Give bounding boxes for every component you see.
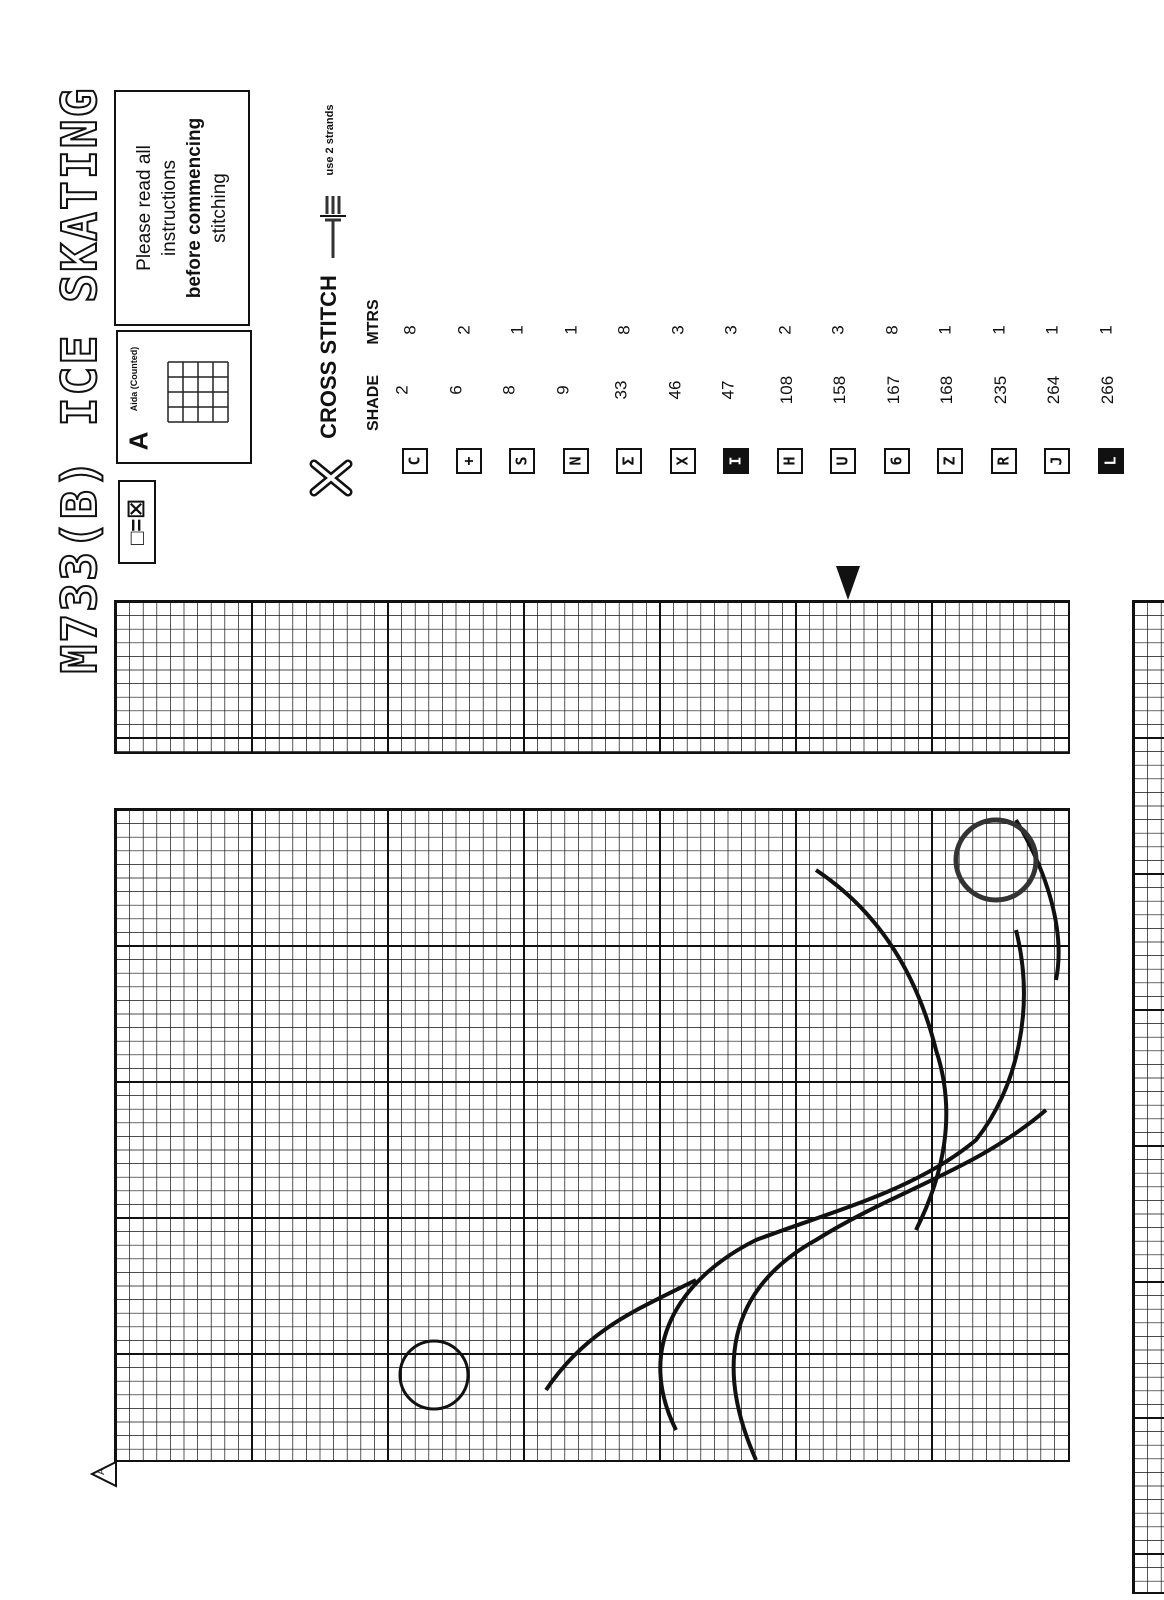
legend-symbol-text: + [459,456,478,466]
legend-shade-6: 47 [718,380,738,400]
legend-symbol-text: U [834,456,852,466]
legend-symbol-11: R [990,448,1017,474]
legend-symbol-text: Σ [620,456,638,466]
legend-shade-9: 167 [883,375,903,405]
aida-box: A Aida (Counted) [116,330,252,464]
legend-mtrs-6: 3 [721,325,741,335]
legend-symbol-text: X [673,456,692,466]
backstitch-outline-3 [544,1278,697,1392]
cross-stitch-heading: CROSS STITCH [316,275,341,439]
legend-mtrs-13: 1 [1096,325,1116,335]
legend-mtrs-3: 1 [561,325,581,335]
legend-shade-4: 33 [611,380,631,400]
legend-shade-3: 9 [553,385,573,395]
aida-fabric-icon [167,361,229,423]
instr-line2: instructions [159,159,180,257]
needle-thread-icon [320,196,346,258]
legend-mtrs-9: 8 [882,325,902,335]
legend-symbol-text: N [566,456,585,466]
legend-symbol-0: C [402,448,428,474]
legend-symbol-6: I [723,448,749,474]
legend-shade-13: 266 [1097,375,1117,405]
legend-symbol-text: R [994,456,1013,466]
chart-grid-bottom-strip [1132,600,1164,1594]
legend-symbol-text: H [780,456,799,466]
aida-letter: A [123,431,154,451]
legend-symbol-4: Σ [616,448,642,474]
strands-note: use 2 strands [324,104,336,176]
legend-mtrs-4: 8 [614,325,634,335]
legend-shade-11: 235 [990,375,1010,405]
cross-stitch-icon [309,459,353,497]
instr-line3: before commencing [184,117,205,299]
instructions-box: Please read all instructions before comm… [114,90,250,326]
backstitch-outline-4 [1014,818,1061,981]
legend-shade-12: 264 [1044,375,1064,405]
chart-grid-main [114,808,1070,1462]
center-arrow-icon [836,566,860,600]
legend-symbol-text: Z [941,456,959,466]
title-text: M733(B) ICE SKATING [51,85,109,674]
legend-mtrs-8: 3 [828,325,848,335]
legend-shade-1: 6 [446,385,466,395]
legend-shade-0: 2 [392,385,412,395]
legend-symbol-10: Z [937,448,963,474]
chart-grid-top [114,600,1070,754]
legend-symbol-9: 6 [883,448,910,474]
legend-symbol-5: X [669,448,696,474]
legend-symbol-2: S [509,448,535,474]
outline-circle [953,817,1039,903]
legend-shade-5: 46 [664,380,684,400]
instr-line4: stitching [209,173,230,243]
legend-mtrs-7: 2 [775,325,795,335]
section-marker-label: A [95,1468,107,1475]
legend-symbol-text: C [406,456,424,466]
page-title: M733(B) ICE SKATING [50,0,110,760]
legend-symbol-text: L [1101,456,1120,466]
legend-shade-7: 108 [776,375,796,405]
legend-mtrs-2: 1 [507,325,527,335]
legend-symbol-text: S [513,456,531,466]
backstitch-outline-1 [731,1108,1048,1460]
legend-symbol-1: + [455,448,482,474]
col-shade-header: SHADE [365,374,382,432]
key-text: □=☒ [124,499,149,545]
legend-symbol-text: 6 [887,456,906,466]
col-mtrs-header: MTRS [365,299,382,345]
legend-symbol-text: J [1048,456,1066,466]
legend-symbol-12: J [1044,448,1070,474]
legend-symbol-13: L [1097,448,1124,474]
legend-mtrs-12: 1 [1042,325,1062,335]
aida-label: Aida [129,391,139,412]
key-box: □=☒ [118,480,156,564]
legend-shade-2: 8 [499,385,519,395]
legend-symbol-3: N [562,448,589,474]
legend-mtrs-0: 8 [400,325,420,335]
legend-symbol-text: I [727,456,745,466]
outline-circle-small [398,1339,470,1411]
section-marker: A [90,1460,118,1488]
legend-mtrs-1: 2 [454,325,474,335]
backstitch-outline-0 [658,929,1026,1431]
legend-mtrs-10: 1 [935,325,955,335]
legend-shade-8: 158 [830,375,850,405]
legend-mtrs-11: 1 [989,325,1009,335]
aida-sub: (Counted) [129,346,139,390]
legend-symbol-7: H [776,448,803,474]
legend-shade-10: 168 [937,375,957,405]
legend-symbol-8: U [830,448,856,474]
legend-mtrs-5: 3 [668,325,688,335]
backstitch-outline-2 [814,868,949,1231]
instr-line1: Please read all [134,145,155,271]
